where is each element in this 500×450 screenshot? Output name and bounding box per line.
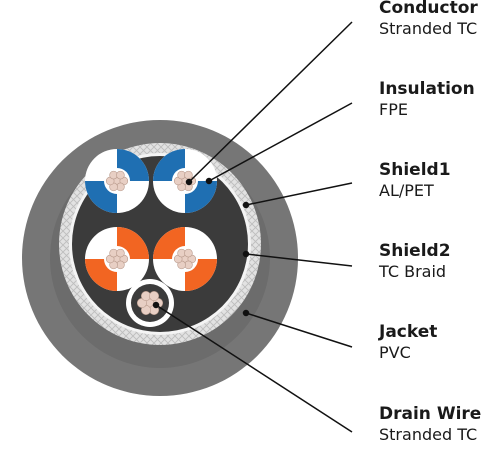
conductor-bundle bbox=[105, 248, 129, 270]
label-drain-wire: Drain Wire Stranded TC bbox=[379, 404, 500, 446]
leader-line-conductor bbox=[188, 21, 353, 183]
conductor-bundle bbox=[173, 170, 197, 192]
label-value: Stranded TC bbox=[379, 19, 478, 38]
label-name: Insulation bbox=[379, 79, 475, 99]
label-jacket: Jacket PVC bbox=[379, 322, 500, 364]
label-name: Drain Wire bbox=[379, 404, 482, 424]
leader-dot-jacket bbox=[242, 309, 250, 317]
leader-line-drain-wire bbox=[155, 304, 353, 433]
pair-blue-2 bbox=[153, 149, 217, 213]
leader-line-insulation bbox=[208, 102, 353, 182]
label-value: AL/PET bbox=[379, 181, 434, 200]
leader-dot-drain-wire bbox=[152, 301, 160, 309]
leader-line-jacket bbox=[245, 312, 353, 348]
conductor-strand bbox=[116, 248, 125, 258]
leader-dot-shield2 bbox=[242, 250, 250, 258]
conductor-strand bbox=[184, 248, 193, 258]
label-insulation: Insulation FPE bbox=[379, 79, 500, 121]
pair-blue-1 bbox=[85, 149, 149, 213]
leader-line-shield1 bbox=[245, 182, 353, 206]
label-value: PVC bbox=[379, 343, 411, 362]
label-name: Conductor bbox=[379, 0, 478, 18]
leader-dot-conductor bbox=[185, 178, 193, 186]
conductor-strand bbox=[116, 170, 125, 180]
conductor-bundle bbox=[173, 248, 197, 270]
leader-dot-insulation bbox=[205, 177, 213, 185]
conductor-strand bbox=[149, 291, 160, 301]
label-value: TC Braid bbox=[379, 262, 447, 281]
label-name: Shield2 bbox=[379, 241, 451, 261]
label-shield1: Shield1 AL/PET bbox=[379, 160, 500, 202]
label-name: Jacket bbox=[379, 322, 438, 342]
pair-orange-1 bbox=[85, 227, 149, 291]
leader-lines bbox=[152, 21, 353, 433]
conductor-strand bbox=[184, 170, 193, 180]
conductor-bundle bbox=[105, 170, 129, 192]
label-shield2: Shield2 TC Braid bbox=[379, 241, 500, 283]
label-conductor: Conductor Stranded TC bbox=[379, 0, 500, 40]
label-value: Stranded TC bbox=[379, 425, 478, 444]
label-value: FPE bbox=[379, 100, 408, 119]
leader-line-shield2 bbox=[245, 253, 353, 267]
pair-orange-2 bbox=[153, 227, 217, 291]
leader-dot-shield1 bbox=[242, 201, 250, 209]
label-name: Shield1 bbox=[379, 160, 451, 180]
